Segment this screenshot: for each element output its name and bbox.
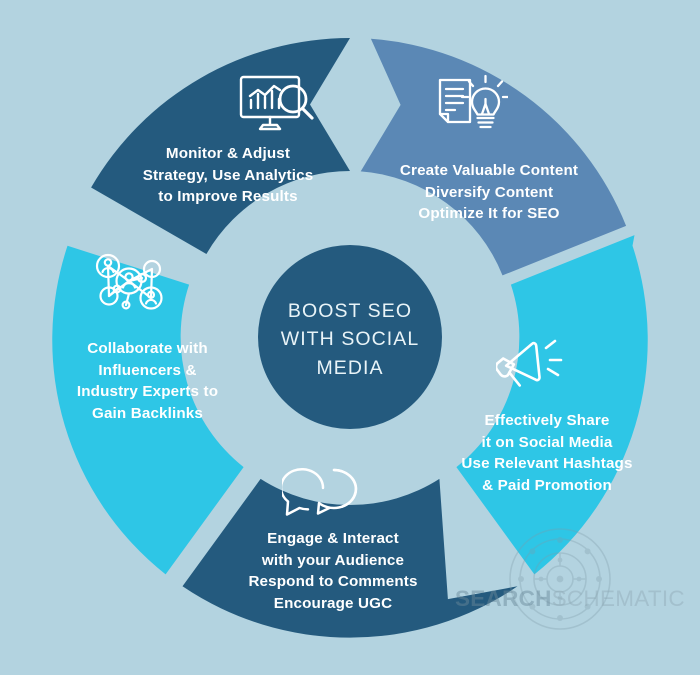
center-circle — [258, 245, 442, 429]
center-title: BOOST SEO WITH SOCIAL MEDIA — [280, 300, 420, 379]
wheel-segments — [52, 38, 648, 638]
segment-shape-collaborate[interactable] — [52, 245, 244, 575]
segment-shape-create-content[interactable] — [360, 38, 627, 276]
segment-shape-monitor-adjust[interactable] — [91, 38, 350, 254]
segment-shape-engage-interact[interactable] — [182, 478, 518, 638]
segment-shape-share-social[interactable] — [456, 235, 648, 575]
